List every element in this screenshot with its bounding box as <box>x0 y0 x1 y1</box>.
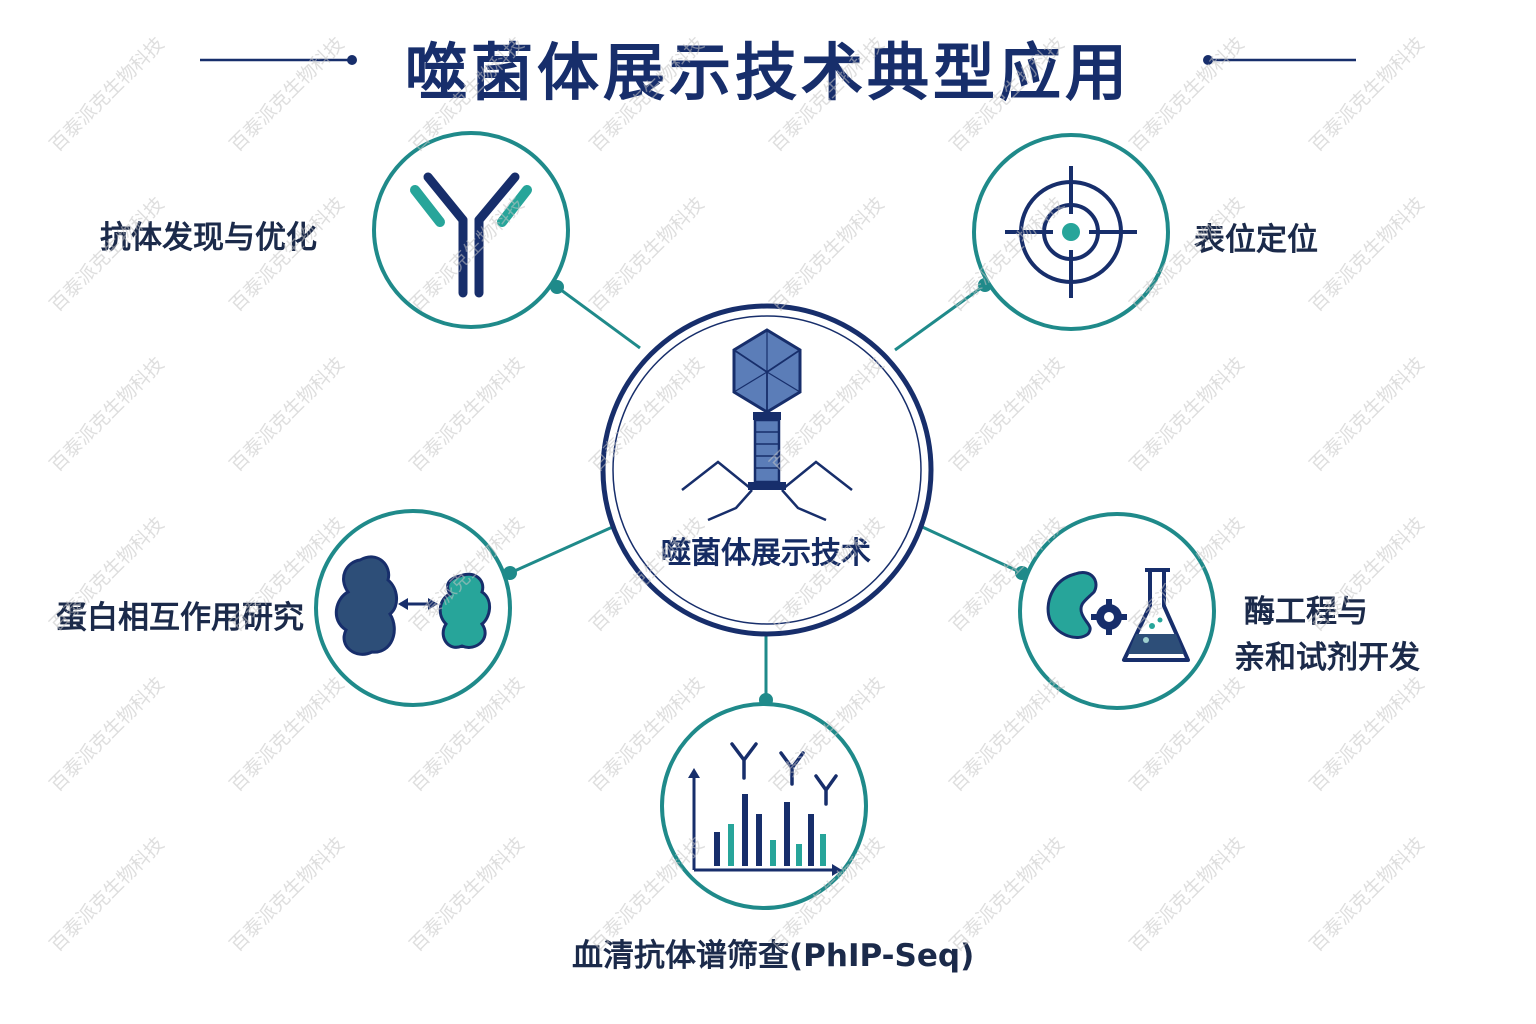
icon-bar <box>796 844 802 866</box>
node-antibody-discovery <box>372 131 570 329</box>
node-protein-interaction <box>314 509 512 707</box>
enzyme-flask-icon <box>1046 568 1190 662</box>
protein-interaction-icon <box>334 555 491 656</box>
label-epitope-mapping: 表位定位 <box>1194 222 1318 258</box>
bacteriophage-icon <box>681 328 853 522</box>
connector-ppi <box>509 523 618 575</box>
center-node <box>600 303 934 637</box>
antibody-bar-chart-icon <box>688 742 842 876</box>
target-crosshair-icon <box>1005 166 1137 298</box>
connector-antibody <box>556 285 641 350</box>
label-protein-interaction: 蛋白相互作用研究 <box>56 600 304 636</box>
gear-icon <box>1091 599 1127 635</box>
icon-bar <box>770 840 776 866</box>
icon-bar <box>714 832 720 866</box>
title-decoration-left <box>200 55 357 65</box>
label-enzyme-engineering-line2: 亲和试剂开发 <box>1234 640 1420 676</box>
icon-bar <box>756 814 762 866</box>
connector-epitope <box>894 283 986 352</box>
icon-bar <box>808 814 814 866</box>
node-phip-seq <box>660 702 868 910</box>
label-antibody-discovery: 抗体发现与优化 <box>100 220 317 256</box>
icon-bar <box>820 834 826 866</box>
node-epitope-mapping <box>972 133 1170 331</box>
antibody-icon <box>410 172 532 298</box>
label-enzyme-engineering-line1: 酶工程与 <box>1244 594 1368 630</box>
icon-bar <box>742 794 748 866</box>
title-decoration-right <box>1203 55 1356 65</box>
page-title: 噬菌体展示技术典型应用 <box>404 36 1131 109</box>
icon-bar <box>728 824 734 866</box>
connector-lines <box>503 278 1029 707</box>
label-phip-seq: 血清抗体谱筛查(PhIP-Seq) <box>572 938 975 974</box>
center-label: 噬菌体展示技术 <box>661 536 871 571</box>
connector-enzyme <box>917 523 1023 575</box>
node-enzyme-engineering <box>1018 512 1216 710</box>
icon-bar <box>784 802 790 866</box>
